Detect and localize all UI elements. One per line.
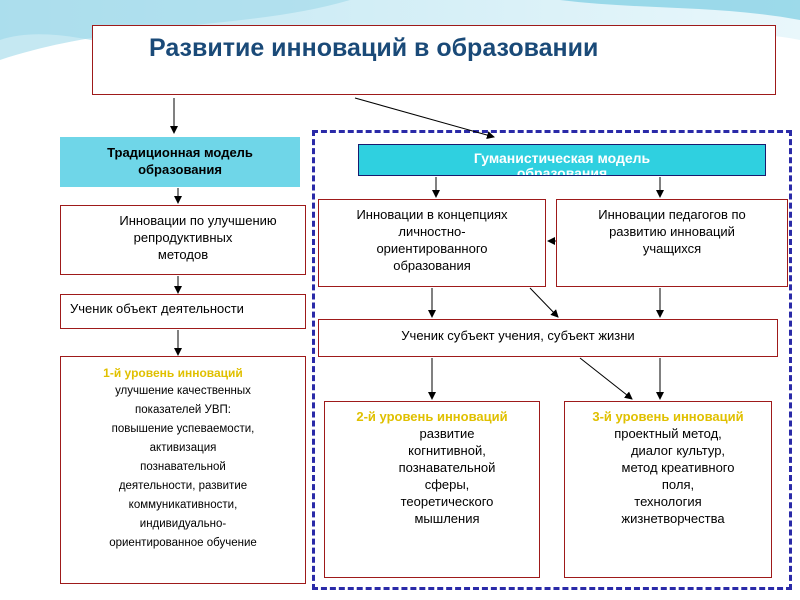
traditional-student-text: Ученик объект деятельности [70,301,244,316]
page-title: Развитие инноваций в образовании [149,34,599,62]
level1-line: познавательной [140,461,226,473]
traditional-header-line: Традиционная модель [107,145,253,160]
level1-label: 1-й уровень инноваций [103,366,243,380]
humanistic-model-header: Гуманистическая модель образования [358,144,766,176]
level2-line: познавательной [398,460,496,475]
level3-line: жизнетворчества [621,511,725,526]
level1-line: коммуникативности, [128,499,238,511]
teachers-line: развитию инноваций [609,224,735,239]
level1-line: индивидуально- [139,518,227,530]
traditional-innovations-line: репродуктивных [133,230,233,245]
humanistic-teachers-box: Инновации педагогов по развитию инноваци… [556,199,788,287]
level1-line: улучшение качественных [115,385,251,397]
teachers-line: Инновации педагогов по [598,207,746,222]
level3-line: технология [634,494,702,509]
level1-line: показателей УВП: [135,404,231,416]
humanistic-frame [312,130,792,590]
level2-line: когнитивной, [408,443,486,458]
level1-line: повышение успеваемости, [111,423,255,435]
level2-label: 2-й уровень инноваций [356,409,508,424]
level1-box: 1-й уровень инноваций улучшение качестве… [60,356,306,584]
teachers-line: учащихся [642,241,702,256]
concepts-line: личностно- [398,224,466,239]
humanistic-header-line: Гуманистическая модель [473,150,651,166]
level3-box: 3-й уровень инноваций проектный метод, д… [564,401,772,578]
traditional-innovations-box: Инновации по улучшению репродуктивных ме… [60,205,306,275]
humanistic-concepts-box: Инновации в концепциях личностно- ориент… [318,199,546,287]
traditional-model-header: Традиционная модель образования [60,137,300,187]
level3-line: проектный метод, [614,426,722,441]
concepts-line: образования [393,258,471,273]
level3-label: 3-й уровень инноваций [592,409,744,424]
traditional-innovations-line: Инновации по улучшению [119,213,277,228]
level3-line: диалог культур, [630,443,726,458]
traditional-student-box: Ученик объект деятельности [60,294,306,329]
level3-line: метод креативного [621,460,735,475]
humanistic-student-box: Ученик субъект учения, субъект жизни [318,319,778,357]
traditional-header-line: образования [138,162,222,177]
title-box: Развитие инноваций в образовании [92,25,776,95]
level2-box: 2-й уровень инноваций развитие когнитивн… [324,401,540,578]
level1-line: ориентированное обучение [109,537,257,549]
humanistic-header-line: образования [516,165,608,176]
level3-line: поля, [661,477,695,492]
level1-line: деятельности, развитие [118,480,248,492]
concepts-line: ориентированного [376,241,488,256]
humanistic-student-text: Ученик субъект учения, субъект жизни [401,328,635,343]
level2-line: теоретического [400,494,494,509]
level2-line: развитие [419,426,475,441]
traditional-innovations-line: методов [157,247,209,262]
level2-line: сферы, [424,477,470,492]
concepts-line: Инновации в концепциях [356,207,508,222]
level2-line: мышления [414,511,480,526]
level1-line: активизация [149,442,217,454]
